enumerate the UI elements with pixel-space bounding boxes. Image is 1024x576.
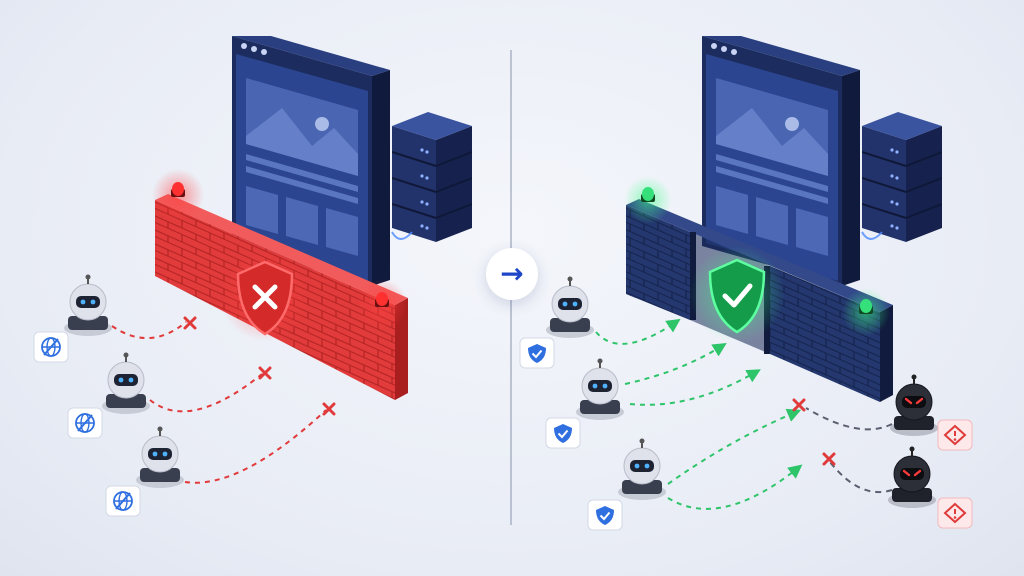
bot-robot-icon [136,426,184,488]
globe-crossed-icon [33,331,69,363]
globe-crossed-icon [105,485,141,517]
allowed-path [629,369,761,406]
good-bot-robot-icon [546,276,594,338]
blocked-x-icon [322,402,336,416]
server-rack [862,112,942,242]
warning-icon [937,419,973,451]
warning-icon [937,497,973,529]
alarm-light-icon [171,182,185,197]
good-bot-robot-icon [618,438,666,500]
allowed-path [624,343,727,385]
server-rack [392,112,472,242]
shield-x-icon [236,260,294,336]
blocked-x-icon [792,398,806,412]
good-bot-robot-icon [576,358,624,420]
bot-robot-icon [64,274,112,336]
blocked-x-icon [183,316,197,330]
allowed-path [667,408,802,485]
arrow-right-icon: → [500,257,524,290]
shield-check-icon [519,337,555,369]
status-light-icon [641,187,655,202]
blocked-path [184,409,327,484]
shield-check-icon [708,258,766,334]
blocked-x-icon [822,452,836,466]
shield-check-icon [587,499,623,531]
blocked-x-icon [258,366,272,380]
malicious-bot-robot-icon [890,374,938,436]
after-panel [519,36,973,531]
shield-check-icon [545,417,581,449]
before-panel [33,36,472,517]
malicious-bot-robot-icon [888,446,936,508]
status-light-icon [859,299,873,314]
blocked-path [805,407,893,431]
globe-crossed-icon [67,407,103,439]
blocked-path [829,461,893,494]
alarm-light-icon [375,292,389,307]
transition-arrow: → [486,248,538,300]
allowed-path [667,464,803,510]
blocked-path [149,373,263,413]
blocked-path [111,321,187,339]
allowed-path [595,318,681,345]
bot-robot-icon [102,352,150,414]
